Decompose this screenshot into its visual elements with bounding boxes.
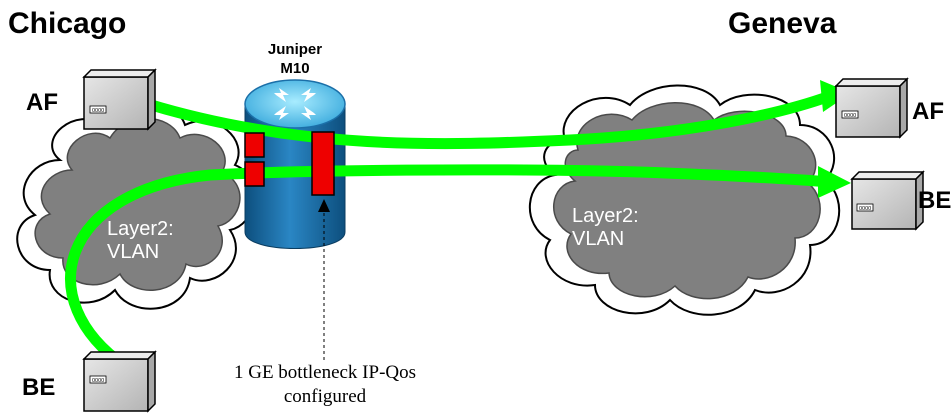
host-label-geneva-af: AF — [912, 98, 944, 125]
bottleneck-annotation-line1: 1 GE bottleneck IP-Qos — [233, 362, 417, 383]
left-cloud — [16, 101, 257, 310]
host-label-chicago-be: BE — [22, 374, 56, 401]
bottleneck-pointer-arrowhead — [318, 199, 330, 212]
router-top — [244, 79, 346, 129]
router-arrows-icon — [274, 88, 316, 120]
left-cloud-label-line2: VLAN — [107, 241, 160, 263]
right-cloud — [528, 84, 841, 316]
left-cloud-label: Layer2: VLAN — [107, 218, 174, 264]
host-box-label: 0000 — [844, 113, 856, 119]
router-interface-bottleneck — [311, 131, 335, 196]
bottleneck-annotation: 1 GE bottleneck IP-Qos configured — [180, 361, 470, 409]
host-label-geneva-be: BE — [918, 187, 951, 214]
router-vendor: Juniper — [267, 41, 323, 58]
host-box-label: 0000 — [92, 108, 104, 114]
router-label: Juniper M10 — [262, 40, 328, 78]
host-chicago-af: 0000 — [82, 68, 157, 131]
bottleneck-annotation-line2: configured — [283, 386, 367, 407]
site-label-chicago: Chicago — [8, 7, 127, 40]
host-box-label: 0000 — [859, 206, 871, 212]
traffic-flows — [65, 90, 836, 372]
host-geneva-be: 0000 — [850, 170, 925, 231]
right-cloud-label-line2: VLAN — [572, 228, 625, 250]
host-geneva-af: 0000 — [834, 77, 909, 139]
router-interface-af — [244, 132, 265, 158]
site-label-geneva: Geneva — [728, 7, 837, 40]
router-interface-be — [244, 161, 265, 187]
af-flow — [142, 90, 836, 150]
left-cloud-label-line1: Layer2: — [107, 218, 174, 240]
right-cloud-label: Layer2: VLAN — [572, 205, 639, 251]
right-cloud-label-line1: Layer2: — [572, 205, 639, 227]
be-arrowhead — [818, 166, 851, 198]
host-chicago-be: 0000 — [82, 350, 157, 413]
host-box-label: 0000 — [92, 378, 104, 384]
host-label-chicago-af: AF — [26, 89, 58, 116]
be-flow — [65, 164, 836, 372]
router-model: M10 — [280, 60, 310, 77]
